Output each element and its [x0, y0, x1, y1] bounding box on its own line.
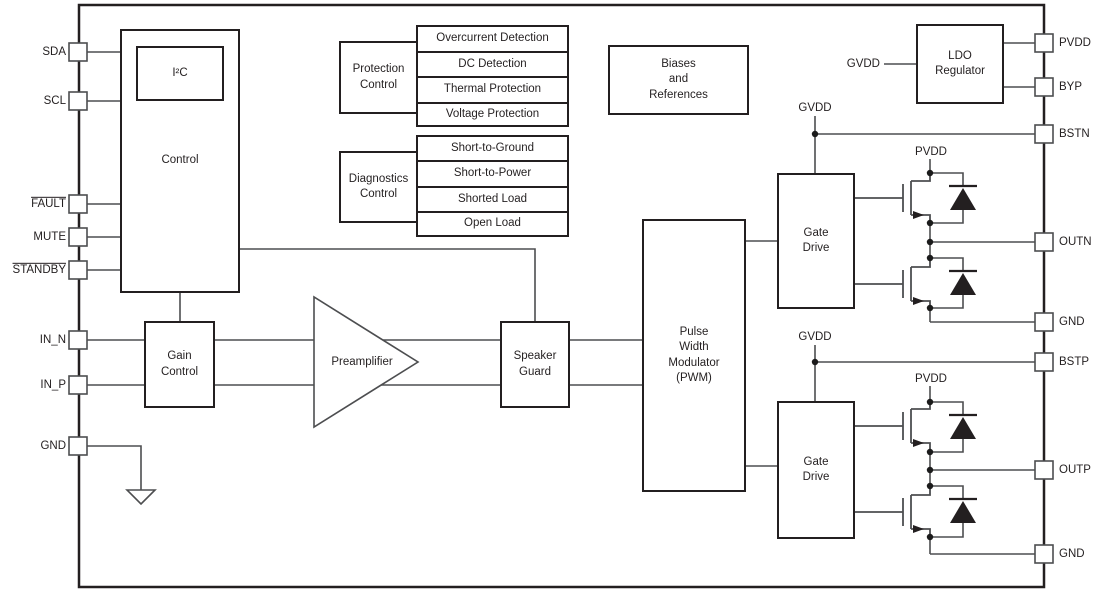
- block-dc-detection: DC Detection: [416, 51, 569, 78]
- pin-label-sda: SDA: [42, 45, 66, 58]
- pin-label-outp: OUTP: [1059, 463, 1091, 476]
- mosfet-high-side-n: [854, 173, 931, 223]
- block-diagnostics-control: Diagnostics Control: [339, 151, 418, 223]
- net-label-pvdd-n: PVDD: [915, 145, 947, 158]
- block-gate-drive-p: Gate Drive: [777, 401, 855, 539]
- pin-label-bstp: BSTP: [1059, 355, 1090, 368]
- block-speaker-guard: Speaker Guard: [500, 321, 570, 408]
- mosfet-low-side-n: [854, 258, 931, 308]
- pin-box-in-p: [68, 375, 88, 395]
- net-label-gvdd-p: GVDD: [798, 330, 832, 343]
- pin-box-sda: [68, 42, 88, 62]
- block-short-to-ground: Short-to-Ground: [416, 135, 569, 162]
- junction-dots: [811, 130, 934, 541]
- body-diode-high-n: [930, 172, 977, 224]
- net-label-gvdd-n: GVDD: [798, 101, 832, 114]
- pin-label-in-p: IN_P: [40, 378, 66, 391]
- block-gain-control: Gain Control: [144, 321, 215, 408]
- diode-triangle-icon: [950, 501, 976, 523]
- mosfet-arrow-icon: [913, 211, 924, 219]
- pin-box-gnd-p: [1034, 544, 1054, 564]
- diode-triangle-icon: [950, 273, 976, 295]
- block-overcurrent-detection: Overcurrent Detection: [416, 25, 569, 53]
- pin-label-scl: SCL: [43, 94, 66, 107]
- pin-label-bstn: BSTN: [1059, 127, 1090, 140]
- pin-label-fault: FAULT: [31, 197, 66, 210]
- pin-label-mute: MUTE: [33, 230, 66, 243]
- pin-box-bstn: [1034, 124, 1054, 144]
- pin-label-pvdd: PVDD: [1059, 36, 1091, 49]
- body-diode-low-p: [930, 485, 977, 538]
- block-protection-control: Protection Control: [339, 41, 418, 114]
- net-label-gvdd-ldo: GVDD: [846, 57, 880, 70]
- pin-box-scl: [68, 91, 88, 111]
- net-label-pvdd-p: PVDD: [915, 372, 947, 385]
- pin-boxes: [68, 33, 1054, 564]
- pin-label-byp: BYP: [1059, 80, 1083, 93]
- block-ldo-regulator: LDO Regulator: [916, 24, 1004, 104]
- mosfet-arrow-icon: [913, 525, 924, 533]
- pin-box-bstp: [1034, 352, 1054, 372]
- block-gate-drive-n: Gate Drive: [777, 173, 855, 309]
- pin-box-outn: [1034, 232, 1054, 252]
- preamplifier-label: Preamplifier: [331, 355, 393, 368]
- block-thermal-protection: Thermal Protection: [416, 76, 569, 104]
- mosfet-arrow-icon: [913, 297, 924, 305]
- block-open-load: Open Load: [416, 211, 569, 237]
- body-diode-high-p: [930, 401, 977, 453]
- pin-label-outn: OUTN: [1059, 235, 1092, 248]
- wires: [78, 42, 1044, 555]
- pin-label-standby: STANDBY: [12, 263, 66, 276]
- pin-label-in-n: IN_N: [39, 333, 66, 346]
- block-shorted-load: Shorted Load: [416, 186, 569, 213]
- pin-box-pvdd: [1034, 33, 1054, 53]
- wire-gnd-left: [78, 445, 142, 490]
- pin-box-gnd-left: [68, 436, 88, 456]
- block-i2c: I²C: [136, 46, 224, 101]
- pin-label-gnd-left: GND: [40, 439, 66, 452]
- ground-symbol: [125, 489, 157, 506]
- pin-label-gnd-n: GND: [1059, 315, 1085, 328]
- block-short-to-power: Short-to-Power: [416, 160, 569, 188]
- pin-label-gnd-p: GND: [1059, 547, 1085, 560]
- preamplifier-triangle: [313, 295, 420, 429]
- block-pwm: Pulse Width Modulator (PWM): [642, 219, 746, 492]
- diode-triangle-icon: [950, 417, 976, 439]
- body-diode-low-n: [930, 257, 977, 309]
- block-voltage-protection: Voltage Protection: [416, 102, 569, 127]
- pin-box-gnd-n: [1034, 312, 1054, 332]
- wire-control-speaker-guard: [239, 248, 536, 322]
- block-biases-references: Biases and References: [608, 45, 749, 115]
- pin-box-outp: [1034, 460, 1054, 480]
- mosfet-arrow-icon: [913, 439, 924, 447]
- pin-box-fault: [68, 194, 88, 214]
- pin-box-byp: [1034, 77, 1054, 97]
- pin-box-in-n: [68, 330, 88, 350]
- pin-box-mute: [68, 227, 88, 247]
- diode-triangle-icon: [950, 188, 976, 210]
- pin-box-standby: [68, 260, 88, 280]
